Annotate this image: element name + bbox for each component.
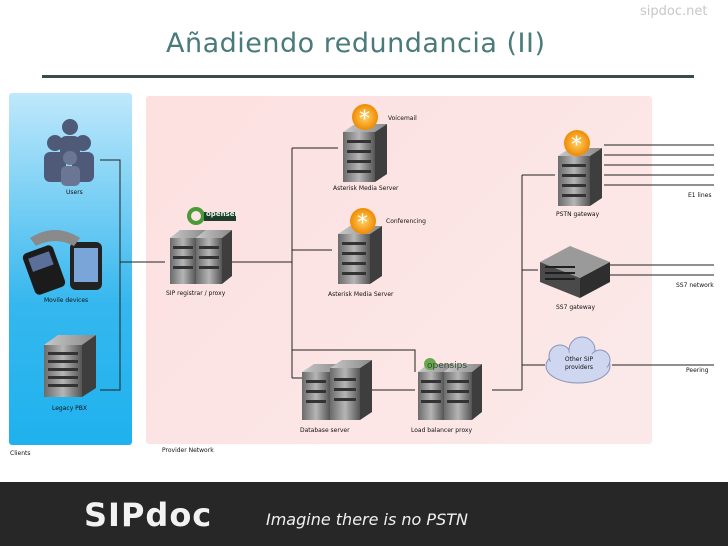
svg-text:opensips: opensips [427,361,467,371]
cloud-icon [545,336,611,384]
registrar-server-icon [170,230,232,284]
e1-lines-label: E1 lines [688,192,712,199]
opensips-logo-icon: opensips [424,358,467,371]
load-balancer-server-icon [418,364,482,420]
openser-logo-label: openser [206,210,238,218]
watermark: sipdoc.net [640,4,708,19]
ss7-network-label: SS7 network [676,282,714,289]
mobile-devices-label: Movile devices [44,297,89,304]
database-label: Database server [300,427,350,434]
connections [100,144,714,391]
ss7-gateway-label: SS7 gateway [556,304,596,311]
peering-label: Peering [686,367,709,374]
svg-text:*: * [359,107,370,132]
users-icon [44,119,94,186]
other-sip-label: Other SIP providers [564,356,594,371]
footer-bar [0,482,728,546]
legacy-pbx-label: Legacy PBX [52,405,88,412]
registrar-label: SIP registrar / proxy [166,290,226,297]
voicemail-label: Voicemail [388,115,417,122]
asterisk-logo-icon: * [564,130,590,158]
title-divider [42,75,694,78]
brand-name: SIPdoc [84,496,213,534]
conferencing-label: Conferencing [386,218,426,225]
load-balancer-label: Load balancer proxy [411,427,473,434]
asterisk-logo-icon: * [352,104,378,132]
provider-zone-label: Provider Network [162,447,214,454]
ams2-label: Asterisk Media Server [328,291,394,298]
tagline: Imagine there is no PSTN [266,510,468,529]
clients-zone-label: Clients [10,450,31,457]
asterisk-logo-icon: * [350,208,376,236]
ams1-label: Asterisk Media Server [333,185,399,192]
pstn-gateway-label: PSTN gateway [556,211,600,218]
openser-logo-icon [187,207,236,225]
ams2-server-icon [338,226,382,284]
svg-text:*: * [571,133,582,158]
database-server-icon [302,360,372,420]
page-title: Añadiendo redundancia (II) [166,28,546,59]
users-label: Users [66,189,83,196]
svg-text:*: * [357,211,368,236]
mobile-devices-icon [22,230,102,295]
ss7-gateway-icon [540,246,610,298]
legacy-pbx-icon [44,335,96,397]
ams1-server-icon [343,124,387,182]
